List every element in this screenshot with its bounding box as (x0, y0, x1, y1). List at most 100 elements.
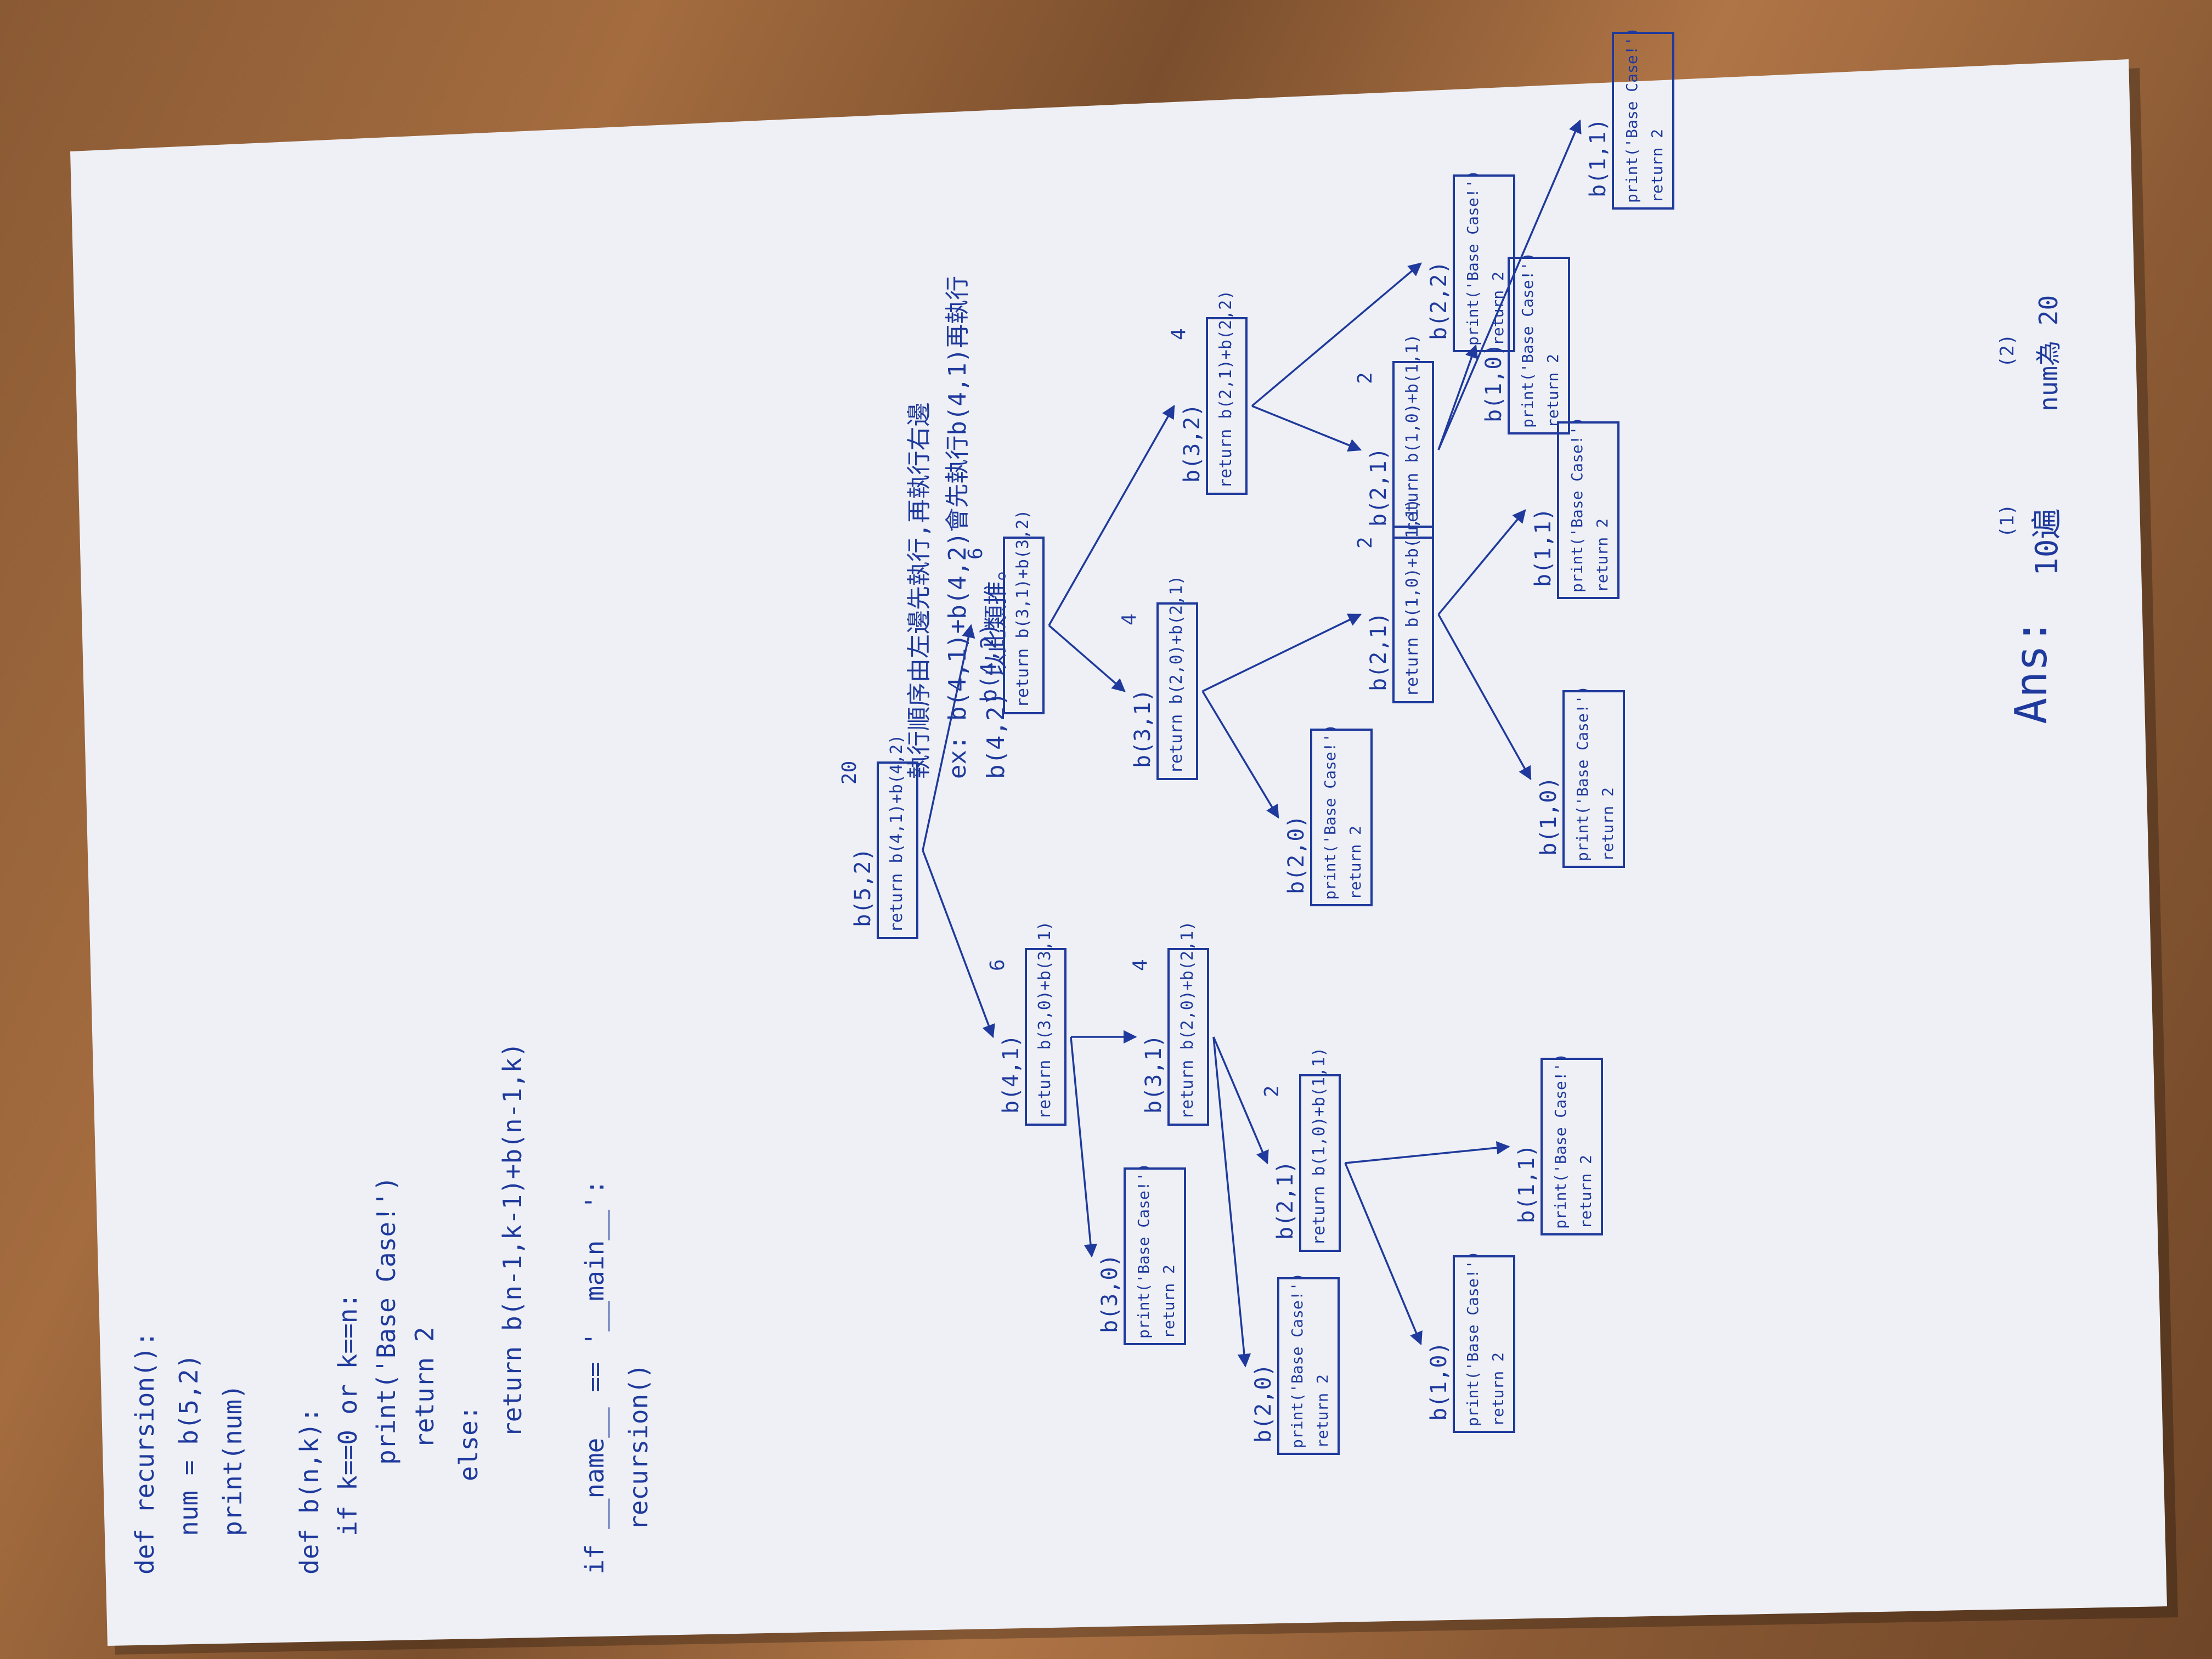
call-arrow (1048, 404, 1175, 626)
call-node-label: b(2,0) (1251, 1364, 1276, 1443)
code-line: def recursion(): (130, 1331, 160, 1575)
call-node-body: return 2 (1593, 518, 1611, 592)
call-node-label: b(1,1) (1514, 1144, 1539, 1224)
code-line: print('Base Case!') (371, 1176, 401, 1465)
call-node-body: return b(2,1)+b(2,2) (1216, 290, 1235, 488)
call-node: b(1,1)print('Base Case!')return 2 (1585, 27, 1674, 210)
call-node: b(2,0) print('Base Case!') return 2 (1251, 1273, 1340, 1455)
call-node-body: return b(2,0)+b(2,1) (1178, 921, 1197, 1119)
call-arrow (1202, 613, 1362, 692)
call-node-body: return b(1,0)+b(1,1) (1310, 1047, 1329, 1245)
call-node-body: return 2 (1489, 272, 1507, 346)
call-node: b(3,1)return b(2,0)+b(2,1)4 (1118, 575, 1198, 780)
call-node-body: print('Base Case!') (1568, 417, 1586, 592)
call-node-body: print('Base Case!') (1573, 686, 1592, 861)
call-node-label: b(2,0) (1284, 815, 1309, 895)
call-node-result: 2 (1261, 1085, 1283, 1097)
call-node: b(1,1) print('Base Case!') return 2 (1514, 1053, 1603, 1235)
call-node: b(2,0) print('Base Case!') return 2 (1284, 724, 1373, 906)
call-node-body: return b(3,1)+b(3,2) (1013, 510, 1032, 708)
call-node-label: b(3,2) (1180, 404, 1205, 483)
call-node-body: return 2 (1599, 787, 1617, 861)
answer-block: Ans:(1)10遍(2)num為 20 (1996, 295, 2065, 724)
call-node-body: return b(2,0)+b(2,1) (1167, 575, 1186, 774)
code-line: num = b(5,2) (174, 1354, 204, 1536)
call-node-box (1003, 537, 1045, 714)
call-arrow (1251, 405, 1362, 452)
call-node-result: 20 (838, 761, 861, 785)
answer-value-2: num為 20 (2034, 295, 2063, 411)
call-node-label: b(2,1) (1366, 612, 1391, 692)
call-node-box (1562, 690, 1625, 868)
code-line: if k==0 or k==n: (333, 1293, 363, 1536)
call-node-label: b(3,1) (1141, 1035, 1166, 1114)
call-node-box (1453, 1255, 1515, 1433)
call-node-body: print('Base Case!') (1464, 1251, 1482, 1426)
call-node-label: b(2,1) (1273, 1161, 1298, 1240)
call-node-body: return 2 (1544, 354, 1562, 428)
call-node-box (1508, 257, 1570, 435)
call-node-result: 2 (1354, 537, 1376, 549)
call-node-box (1167, 948, 1209, 1126)
call-node: b(4,2)return b(3,1)+b(3,2)6 (964, 510, 1045, 714)
call-node-box (1392, 361, 1434, 539)
note-line: ex: b(4,1)+b(4,2)會先執行b(4,1)再執行 (944, 276, 972, 779)
answer-prefix: Ans: (2006, 618, 2057, 724)
call-arrow (1212, 1036, 1269, 1165)
call-node-label: b(1,0) (1481, 343, 1506, 423)
call-node: b(1,1)print('Base Case!')return 2 (1531, 417, 1620, 599)
call-node-body: print('Base Case!') (1321, 724, 1339, 900)
call-node-label: b(1,0) (1536, 777, 1561, 856)
call-node-box (1453, 174, 1515, 352)
code-line: return b(n-1,k-1)+b(n-1,k) (498, 1042, 527, 1437)
answer-marker-1: (1) (1996, 504, 2018, 538)
call-tree: b(5,2)return b(4,1)+b(4,2)20b(4,1)return… (838, 27, 1674, 1455)
call-arrow (1345, 1141, 1510, 1164)
call-node-body: return 2 (1489, 1352, 1507, 1426)
call-node-box (1557, 421, 1620, 599)
call-node-box (1541, 1058, 1603, 1235)
call-node-label: b(3,1) (1130, 689, 1155, 769)
call-node-result: 6 (986, 959, 1009, 971)
call-node: b(3,2)return b(2,1)+b(2,2)4 (1167, 290, 1248, 495)
call-node-body: print('Base Case!') (1519, 252, 1537, 428)
call-node-result: 2 (1354, 372, 1376, 384)
call-node-box (1612, 32, 1674, 210)
code-line: recursion() (624, 1363, 653, 1531)
call-node-box (1025, 948, 1066, 1126)
call-node-body: print('Base Case!') (1551, 1053, 1570, 1229)
call-arrow (1437, 509, 1526, 616)
call-node: b(5,2) return b(4,1)+b(4,2) 20 (838, 735, 918, 939)
call-node: b(1,0)print('Base Case!')return 2 (1426, 1251, 1515, 1433)
call-node-label: b(4,1) (998, 1035, 1024, 1114)
answer-value-1: 10遍 (2029, 509, 2065, 576)
call-node-label: b(5,2) (850, 848, 876, 928)
call-node-body: return b(4,1)+b(4,2) (887, 735, 906, 933)
code-line: else: (454, 1406, 483, 1481)
call-arrow (1048, 624, 1126, 692)
code-line: return 2 (410, 1327, 439, 1448)
code-line: def b(n,k): (295, 1407, 324, 1575)
call-node-label: b(1,1) (1585, 119, 1611, 198)
call-arrow (1201, 691, 1279, 819)
call-node-body: return 2 (1313, 1374, 1331, 1448)
call-arrow (1344, 1163, 1423, 1346)
call-node-body: print('Base Case!') (1464, 170, 1482, 346)
call-arrow (1437, 344, 1479, 450)
call-node-body: return 2 (1648, 129, 1666, 203)
call-node-label: b(2,2) (1426, 261, 1452, 341)
call-node: b(3,0)print('Base Case!')return 2 (1097, 1163, 1186, 1345)
call-node-box (1392, 526, 1434, 703)
call-node-body: return b(1,0)+b(1,1) (1403, 499, 1422, 697)
call-node-box (1156, 602, 1198, 780)
call-node-body: return 2 (1577, 1155, 1595, 1229)
call-node: b(2,2) print('Base Case!') return 2 (1426, 170, 1515, 352)
call-node-result: 4 (1129, 959, 1152, 971)
call-node-body: print('Base Case!') (1288, 1273, 1306, 1448)
call-node-box (877, 761, 918, 939)
call-node-box (1124, 1167, 1186, 1345)
call-node-body: return 2 (1346, 826, 1364, 900)
call-node: b(4,1)return b(3,0)+b(3,1)6 (986, 921, 1066, 1126)
